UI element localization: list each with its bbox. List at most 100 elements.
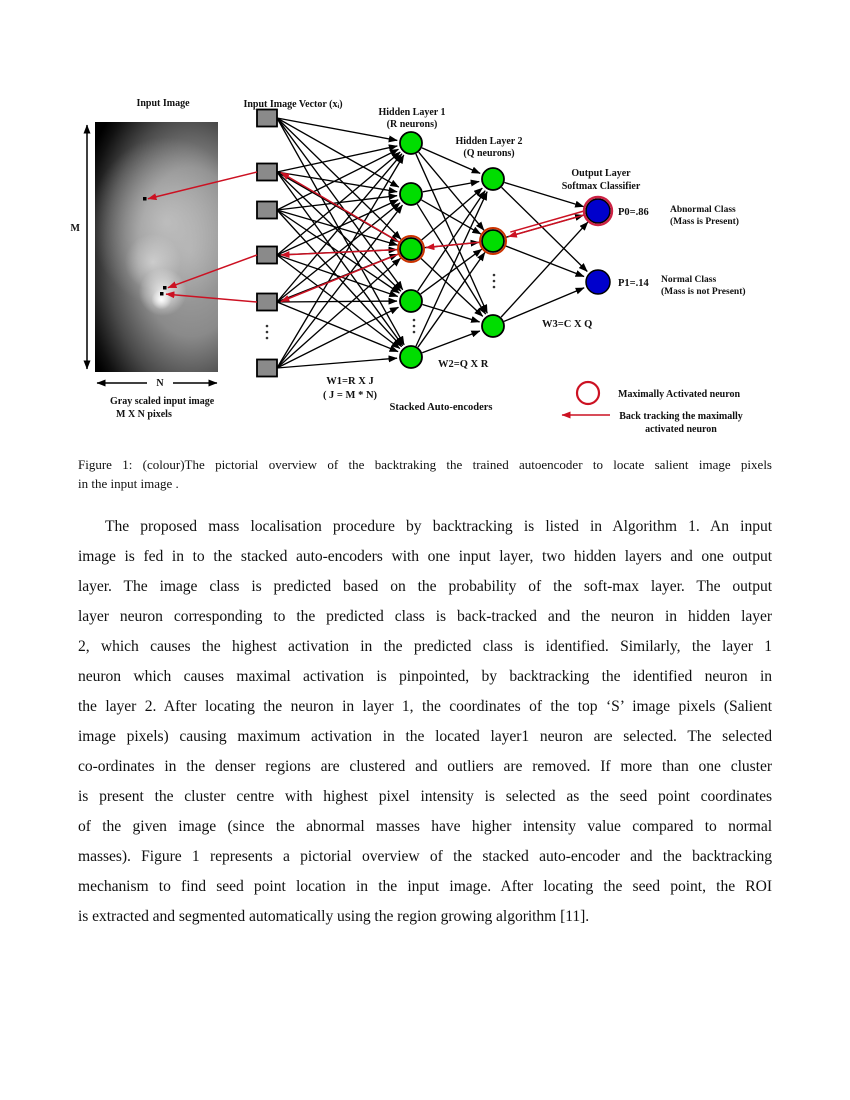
backtrack-arrow bbox=[507, 214, 584, 238]
abnormal-class-label: Abnormal Class bbox=[670, 205, 736, 215]
grayscale-note-label: Gray scaled input image bbox=[110, 396, 215, 407]
max-activated-ring bbox=[582, 195, 614, 227]
mammogram-image bbox=[95, 122, 218, 372]
network-edge bbox=[276, 151, 401, 256]
network-edge bbox=[500, 221, 589, 318]
network-edge bbox=[276, 171, 404, 347]
body-line: layer. The image class is predicted base… bbox=[78, 578, 772, 595]
network-edge bbox=[276, 254, 399, 298]
w1-weights-sublabel: ( J = M * N) bbox=[323, 390, 378, 401]
input-vector-label: Input Image Vector (xᵢ) bbox=[243, 99, 342, 110]
body-paragraph: The proposed mass localisation procedure… bbox=[78, 512, 772, 932]
normal-class-sublabel: (Mass is not Present) bbox=[661, 286, 746, 297]
network-edge bbox=[418, 151, 485, 231]
body-line: neuron which causes maximal activation i… bbox=[78, 668, 772, 685]
max-activated-ring bbox=[397, 235, 425, 263]
hidden-layer2-label: Hidden Layer 2 bbox=[455, 136, 522, 147]
output-layer-label: Output Layer bbox=[571, 168, 631, 179]
network-edge bbox=[276, 355, 398, 369]
legend-backtrack-label: Back tracking the maximally bbox=[619, 411, 743, 422]
legend-max-activated-circle bbox=[575, 380, 601, 406]
hidden1-neuron bbox=[399, 131, 423, 155]
input-square bbox=[256, 245, 278, 265]
network-edge bbox=[276, 171, 402, 292]
network-edge bbox=[421, 330, 481, 354]
stacked-autoencoders-label: Stacked Auto-encoders bbox=[390, 402, 493, 413]
network-edge bbox=[276, 117, 400, 188]
ellipsis-dots bbox=[265, 273, 496, 340]
normal-class-label: Normal Class bbox=[661, 275, 716, 285]
hidden-layer1-label: Hidden Layer 1 bbox=[378, 107, 445, 118]
network-edge bbox=[420, 248, 483, 295]
backtrack-arrow bbox=[280, 248, 400, 259]
network-edge bbox=[276, 171, 398, 194]
network-edge bbox=[276, 257, 401, 369]
body-line: co-ordinates in the denser regions are c… bbox=[78, 758, 772, 775]
network-edge bbox=[503, 244, 585, 278]
caption-line: in the input image . bbox=[78, 476, 179, 491]
network-edge bbox=[415, 191, 488, 347]
network-edge bbox=[422, 303, 481, 323]
network-edge bbox=[276, 117, 398, 143]
hidden-layer2-sublabel: (Q neurons) bbox=[463, 148, 514, 159]
network-edge bbox=[421, 147, 481, 174]
backtrack-arrow bbox=[280, 252, 401, 303]
figure-1: Input Image Input Image Vector (xᵢ) Hidd… bbox=[0, 0, 850, 460]
body-line: masses). Figure 1 represents a pictorial… bbox=[78, 848, 772, 865]
network-edge bbox=[504, 181, 585, 208]
input-square bbox=[256, 292, 278, 312]
input-square bbox=[256, 108, 278, 128]
w3-weights-label: W3=C X Q bbox=[542, 319, 592, 330]
network-edge bbox=[276, 148, 399, 211]
legend-backtrack-sublabel: activated neuron bbox=[645, 424, 717, 435]
w2-weights-label: W2=Q X R bbox=[438, 359, 489, 370]
hidden1-neuron bbox=[399, 345, 423, 369]
n-dimension-label: N bbox=[156, 378, 164, 389]
hidden1-neuron bbox=[399, 289, 423, 313]
output-neuron bbox=[585, 198, 611, 224]
backtrack-arrow bbox=[165, 291, 258, 303]
output-neuron bbox=[585, 269, 611, 295]
body-line: The proposed mass localisation procedure… bbox=[105, 518, 772, 535]
network-edge bbox=[276, 306, 399, 369]
network-edge bbox=[276, 199, 399, 256]
salient-pixel-dot bbox=[143, 197, 167, 296]
network-edge bbox=[419, 187, 483, 242]
backtrack-arrow bbox=[147, 171, 258, 201]
input-square bbox=[256, 358, 278, 378]
network-edge bbox=[276, 117, 405, 346]
network-edge bbox=[276, 154, 405, 369]
m-dimension-label: M bbox=[71, 223, 81, 234]
p1-probability-label: P1=.14 bbox=[618, 278, 650, 289]
input-square bbox=[256, 162, 278, 182]
network-edge bbox=[276, 153, 403, 303]
hidden-layer1-sublabel: (R neurons) bbox=[387, 119, 438, 130]
network-generated-layer bbox=[147, 108, 614, 378]
backtrack-arrow bbox=[167, 254, 258, 289]
body-line: image is fed in to the stacked auto-enco… bbox=[78, 548, 772, 565]
input-square bbox=[256, 200, 278, 220]
backtrack-arrow bbox=[425, 241, 481, 251]
caption-line: Figure 1: (colour)The pictorial overview… bbox=[78, 457, 772, 472]
network-edge bbox=[276, 117, 404, 291]
network-edge bbox=[276, 301, 399, 353]
body-line: mechanism to find seed point location in… bbox=[78, 878, 772, 895]
network-edge bbox=[421, 199, 482, 235]
network-edge bbox=[417, 252, 486, 348]
body-line: 2, which causes the highest activation i… bbox=[78, 638, 772, 655]
body-line: image pixels) causing maximum activation… bbox=[78, 728, 772, 745]
hidden2-neuron bbox=[481, 229, 505, 253]
max-activated-ring bbox=[479, 227, 507, 255]
network-diagram: Input Image Input Image Vector (xᵢ) Hidd… bbox=[71, 98, 746, 435]
hidden1-neuron bbox=[399, 237, 423, 261]
network-edge bbox=[276, 297, 398, 305]
network-edge bbox=[276, 193, 398, 211]
backtrack-arrow bbox=[280, 171, 402, 244]
network-edge bbox=[276, 209, 400, 294]
grayscale-note-sublabel: M X N pixels bbox=[116, 409, 172, 420]
body-line: layer neuron corresponding to the predic… bbox=[78, 608, 772, 625]
network-edge bbox=[417, 190, 486, 292]
input-image-label: Input Image bbox=[136, 98, 190, 109]
network-edge bbox=[501, 186, 588, 272]
